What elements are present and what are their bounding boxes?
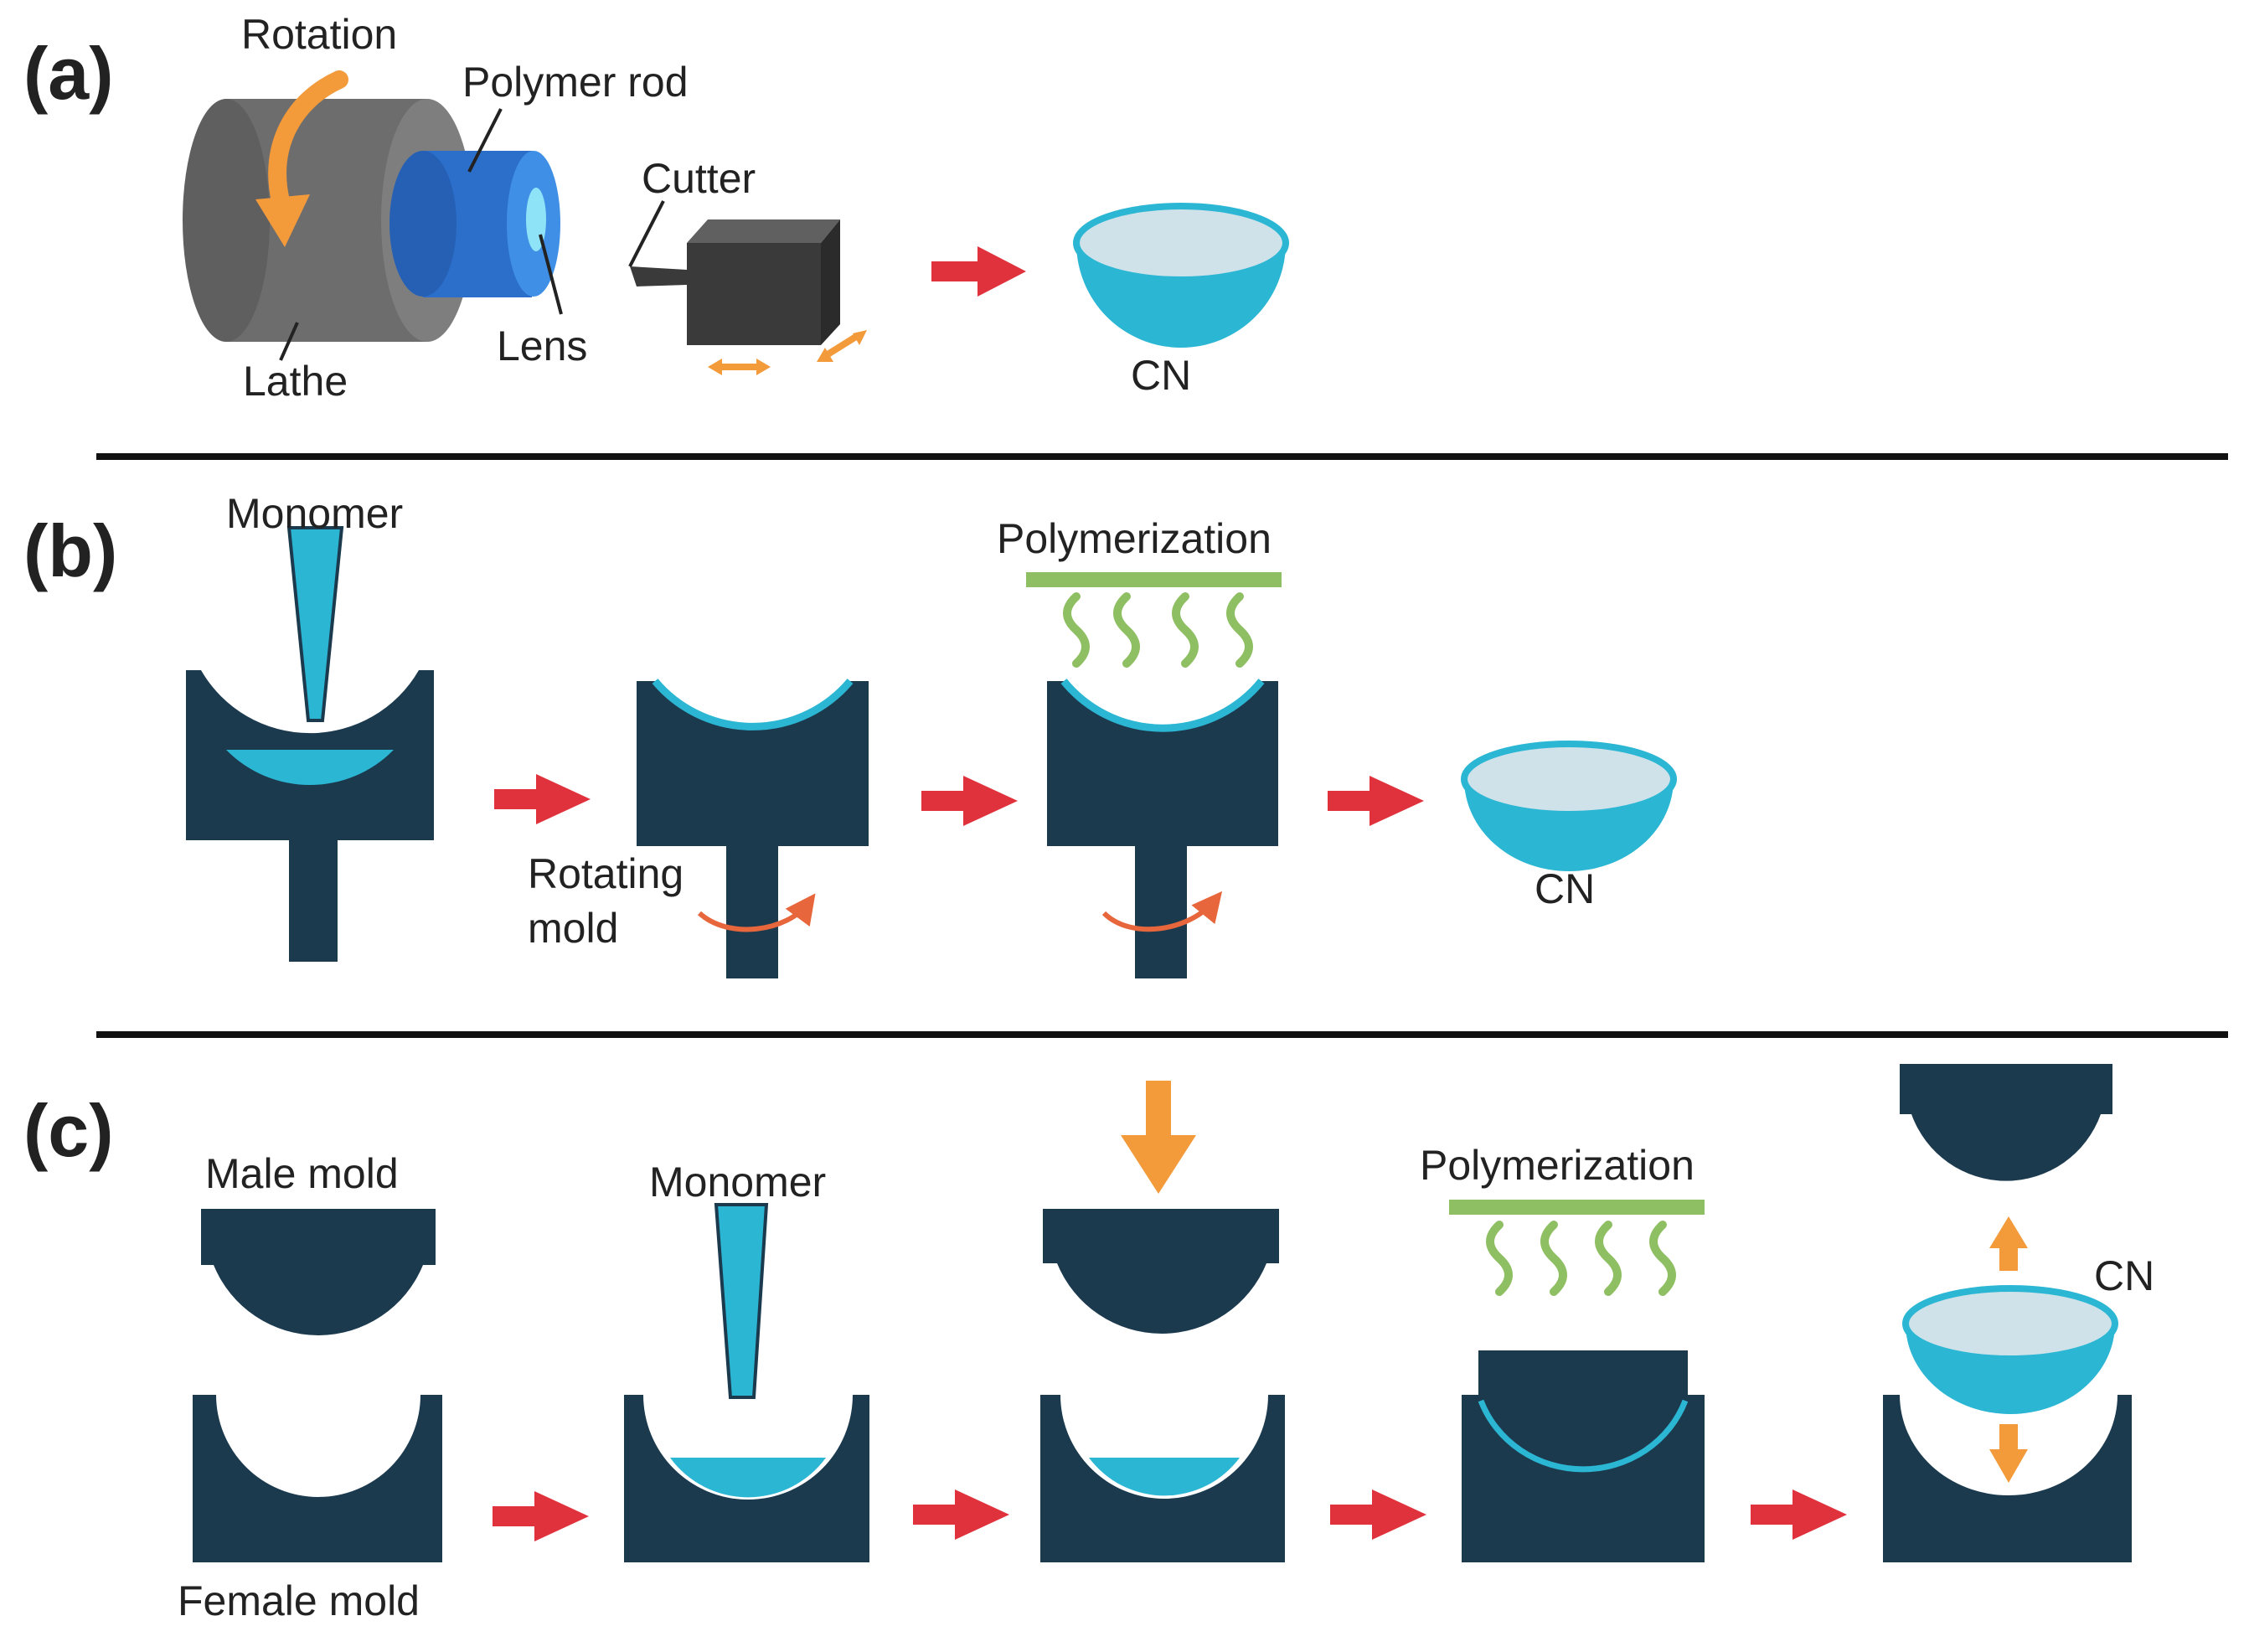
cutter-motion-icon [708, 330, 867, 375]
contact-lens-icon [1073, 203, 1289, 348]
cutter-label: Cutter [642, 155, 756, 202]
polymerization-label: Polymerization [997, 515, 1272, 562]
spin-mold-3 [1047, 679, 1278, 978]
process-arrow-icon [1751, 1489, 1847, 1540]
spin-mold-2 [637, 679, 869, 978]
process-arrow-icon [493, 1491, 589, 1541]
press-step [1040, 1081, 1285, 1562]
monomer-label: Monomer [226, 490, 403, 537]
polymer-rod-label: Polymer rod [462, 59, 689, 106]
female-mold-filling [624, 1203, 869, 1562]
monomer-label: Monomer [649, 1159, 826, 1205]
male-mold-label: Male mold [205, 1150, 399, 1197]
lift-up-arrow-icon [1989, 1216, 2028, 1248]
panel-b-label: (b) [23, 509, 117, 592]
panel-c: (c) Male mold Female mold Monomer [23, 1064, 2154, 1624]
process-arrow-icon [494, 774, 591, 824]
cn-label: CN [2094, 1252, 2154, 1299]
rotation-arrow-icon [268, 70, 348, 210]
demold-step [1883, 1064, 2132, 1562]
drop-down-arrow-icon [1989, 1449, 2028, 1483]
monomer-nozzle-icon [286, 526, 344, 722]
male-mold [201, 1209, 436, 1336]
contact-lens-icon [1461, 741, 1677, 871]
panel-a: (a) [23, 11, 1289, 405]
cn-label: CN [1535, 865, 1595, 912]
monomer-nozzle-icon [714, 1203, 769, 1399]
uv-light-icon [1449, 1200, 1705, 1296]
lens-label: Lens [497, 323, 587, 369]
rotation-label: Rotation [241, 11, 397, 58]
cutter [628, 200, 840, 345]
panel-c-label: (c) [23, 1089, 114, 1172]
contact-lens-icon [1902, 1285, 2118, 1414]
process-arrow-icon [921, 776, 1018, 826]
panel-b: (b) Monomer Rotating mold [23, 490, 1677, 978]
process-arrow-icon [1330, 1489, 1426, 1540]
rotating-label: Rotating [528, 850, 683, 897]
female-mold [193, 1395, 442, 1562]
uv-light-icon [1026, 572, 1282, 668]
polymer-rod [389, 151, 560, 297]
lathe-label: Lathe [243, 358, 348, 405]
mold-label: mold [528, 905, 618, 952]
process-arrow-icon [913, 1489, 1009, 1540]
spin-mold-1 [186, 526, 434, 962]
cn-label: CN [1131, 352, 1191, 399]
panel-a-label: (a) [23, 32, 114, 115]
process-arrow-icon [1328, 776, 1424, 826]
press-down-arrow-icon [1121, 1135, 1196, 1194]
polymerization-step [1462, 1350, 1705, 1562]
female-mold-label: Female mold [178, 1577, 420, 1624]
polymerization-label: Polymerization [1420, 1142, 1694, 1189]
process-arrow-icon [931, 246, 1026, 297]
